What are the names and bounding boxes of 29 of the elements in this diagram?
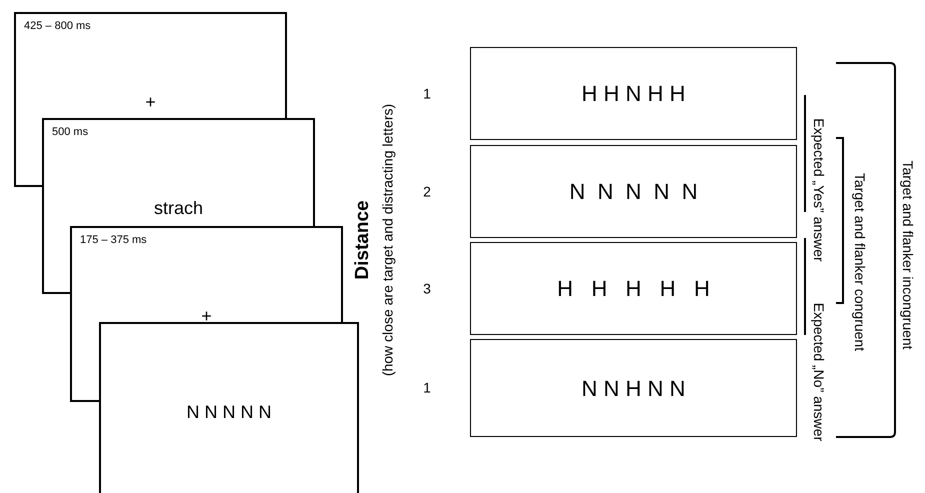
duration-label: 425 – 800 ms (24, 19, 91, 34)
letter-string: H H N H H (582, 80, 686, 108)
group-label: Target and flanker incongruent (898, 160, 916, 350)
distance-number: 1 (423, 378, 431, 398)
stimulus-text: + (201, 307, 212, 325)
stimulus-text: + (145, 93, 156, 111)
stimulus-text: N N N N N (186, 403, 272, 421)
screen-frame (42, 118, 315, 226)
letter-string: N N N N N (569, 178, 698, 206)
screen-frame (99, 322, 359, 493)
letter-string: N N H N N (582, 374, 686, 402)
distance-number: 3 (423, 279, 431, 298)
stimulus-box (470, 145, 797, 238)
screen-frame (14, 12, 287, 118)
group-label: Target and flanker congruent (850, 172, 868, 352)
stimulus-box (470, 339, 797, 437)
duration-label: 500 ms (52, 125, 88, 140)
group-label: Expected „No” answer (810, 302, 827, 442)
distance-number: 1 (423, 84, 431, 103)
stimulus-text: strach (154, 199, 204, 217)
group-label: Expected „Yes” answer (810, 118, 827, 262)
duration-label: 175 – 375 ms (80, 233, 147, 248)
screen-frame (70, 226, 343, 322)
axis-subtitle: (how close are target and distracting letters) (379, 104, 396, 376)
letter-string: H H H H H (557, 275, 710, 303)
stimulus-box (470, 47, 797, 140)
axis-title: Distance (351, 200, 374, 280)
stimulus-box (470, 242, 797, 335)
distance-number: 2 (423, 182, 431, 201)
